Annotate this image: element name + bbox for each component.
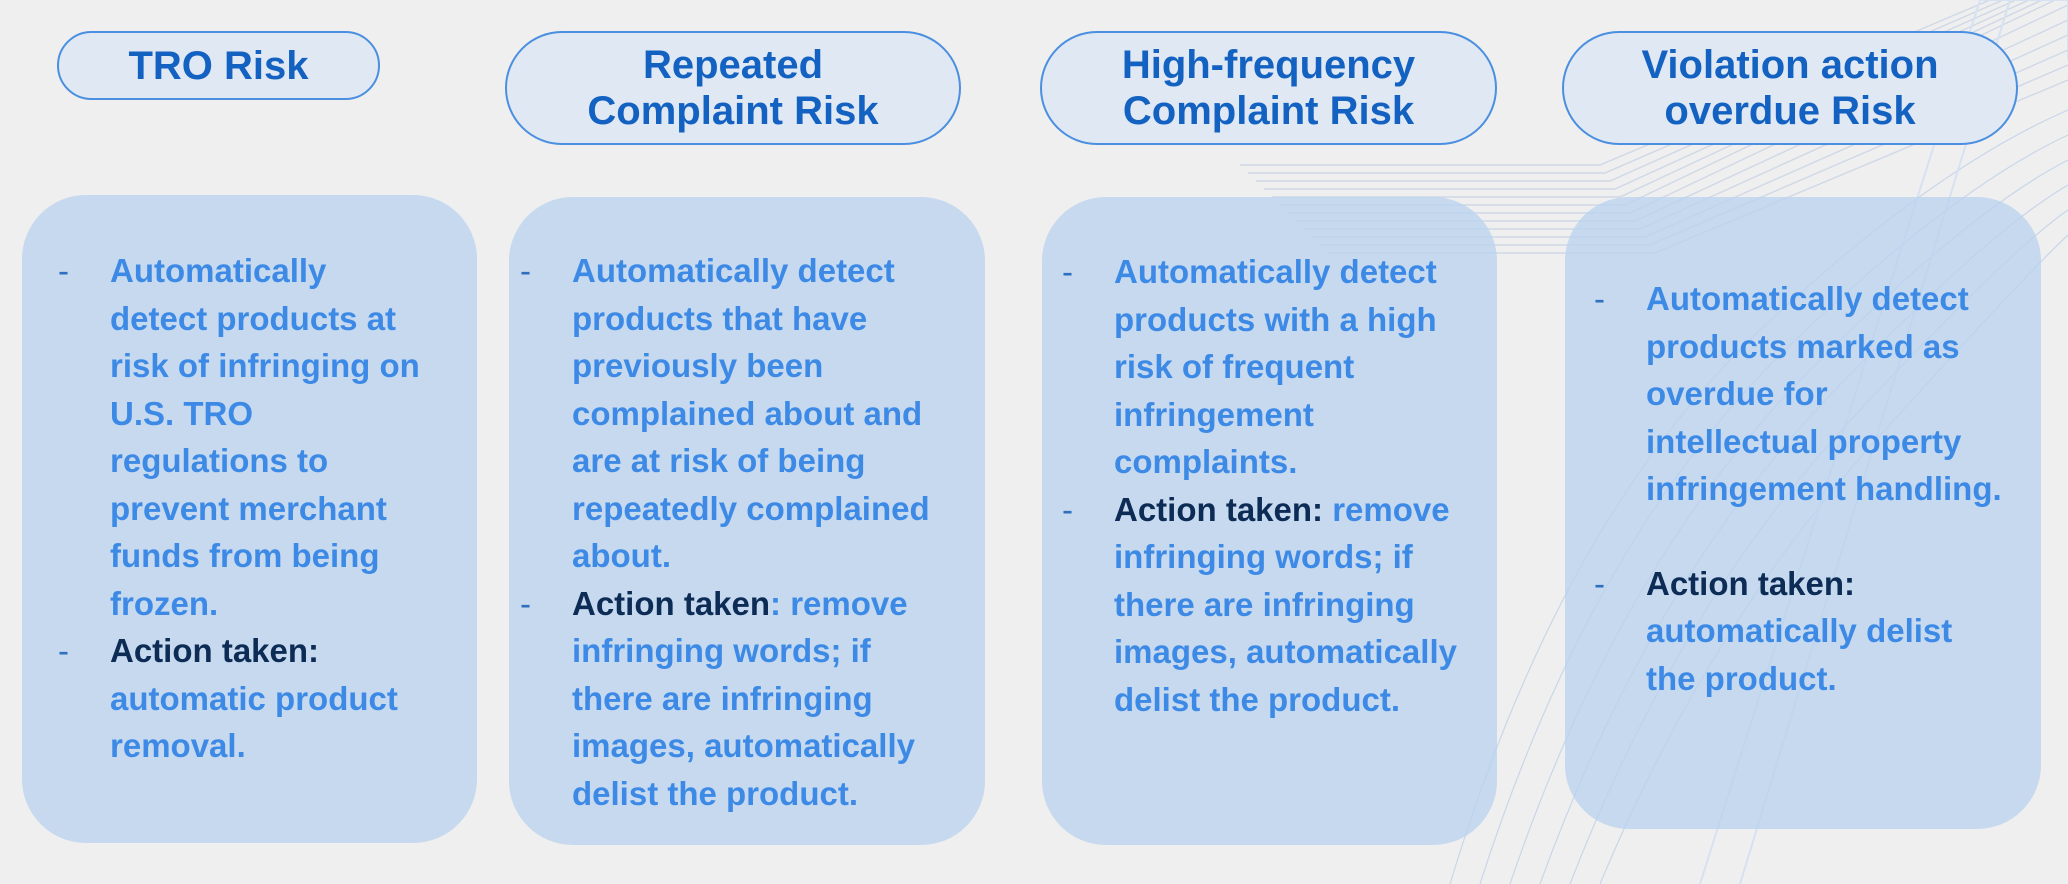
bullet-dash: - (520, 584, 531, 622)
bullet-dash: - (1594, 280, 1605, 317)
list-item: - Action taken: automatic product remova… (22, 627, 432, 770)
action-taken-text: : remove infringing words; if there are … (572, 584, 915, 812)
bullet-dash: - (520, 252, 531, 289)
high-frequency-complaint-risk-title-text: High-frequency Complaint Risk (1121, 43, 1416, 133)
list-item: - Automatically detect products with a h… (1026, 248, 1466, 486)
high-frequency-complaint-risk-list: - Automatically detect products with a h… (1026, 248, 1466, 723)
tro-risk-list: - Automatically detect products at risk … (22, 247, 432, 770)
action-taken-label: Action taken: (110, 632, 320, 669)
repeated-complaint-risk-list: - Automatically detect products that hav… (484, 247, 944, 817)
action-taken-label: Action taken: (1114, 490, 1324, 528)
high-frequency-complaint-risk-title: High-frequency Complaint Risk (1040, 31, 1497, 145)
bullet-text: Automatically detect products at risk of… (110, 252, 420, 622)
list-item: - Automatically detect products at risk … (22, 247, 432, 627)
tro-risk-title-text: TRO Risk (128, 43, 309, 88)
bullet-dash: - (58, 252, 69, 289)
action-taken-text: automatically delist the product. (1646, 612, 1953, 697)
bullet-dash: - (58, 632, 69, 669)
action-taken-text: automatic product removal. (110, 679, 398, 765)
action-taken-label: Action taken (572, 584, 771, 622)
bullet-dash: - (1062, 253, 1073, 290)
bullet-text: Automatically detect products that have … (572, 252, 930, 574)
tro-risk-card: - Automatically detect products at risk … (22, 195, 477, 843)
list-item: - Action taken: remove infringing words;… (1026, 486, 1466, 724)
repeated-complaint-risk-title: Repeated Complaint Risk (505, 31, 961, 145)
list-spacer (1558, 513, 2008, 560)
violation-action-overdue-risk-list: - Automatically detect products marked a… (1558, 275, 2008, 702)
list-item: - Action taken: remove infringing words;… (484, 580, 944, 818)
bullet-text: Automatically detect products marked as … (1646, 280, 2002, 507)
list-item: - Automatically detect products that hav… (484, 247, 944, 580)
action-taken-label: Action taken: (1646, 564, 1856, 602)
violation-action-overdue-risk-title-text: Violation action overdue Risk (1641, 43, 1939, 133)
violation-action-overdue-risk-card: - Automatically detect products marked a… (1565, 197, 2041, 829)
repeated-complaint-risk-card: - Automatically detect products that hav… (509, 197, 985, 845)
bullet-dash: - (1062, 490, 1073, 528)
list-item: - Action taken: automatically delist the… (1558, 560, 2008, 703)
high-frequency-complaint-risk-card: - Automatically detect products with a h… (1042, 197, 1497, 845)
bullet-text: Automatically detect products with a hig… (1114, 253, 1437, 480)
action-taken-text: remove infringing words; if there are in… (1114, 490, 1457, 718)
tro-risk-title: TRO Risk (57, 31, 380, 100)
repeated-complaint-risk-title-text: Repeated Complaint Risk (587, 43, 879, 133)
list-item: - Automatically detect products marked a… (1558, 275, 2008, 513)
bullet-dash: - (1594, 564, 1605, 602)
violation-action-overdue-risk-title: Violation action overdue Risk (1562, 31, 2018, 145)
